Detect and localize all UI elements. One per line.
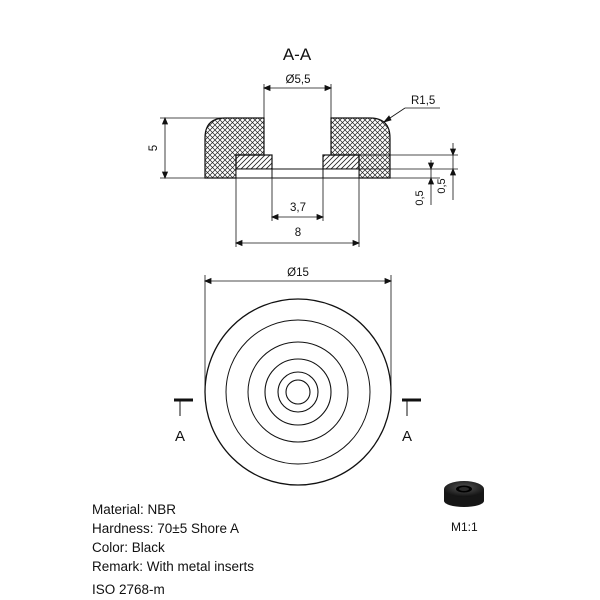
spec-standard: ISO 2768-m: [92, 582, 165, 597]
dim-radius: [382, 107, 440, 123]
ring-circle-2: [247, 341, 349, 443]
top-view: [204, 298, 392, 486]
specification-block: Material: NBR Hardness: 70±5 Shore A Col…: [92, 500, 254, 576]
scale-label: M1:1: [451, 520, 478, 534]
ring-circle-3: [264, 358, 332, 426]
metal-insert-right: [322, 154, 360, 170]
rubber-base-strip: [235, 168, 360, 179]
spec-hardness: Hardness: 70±5 Shore A: [92, 521, 239, 536]
spec-remark: Remark: With metal inserts: [92, 559, 255, 574]
label-height: 5: [148, 145, 160, 151]
dim-outer-diameter: [203, 275, 393, 392]
ring-circle-1: [225, 319, 371, 465]
metal-insert-left: [235, 154, 273, 170]
section-title: A-A: [283, 45, 312, 64]
label-hole-diameter: Ø5,5: [286, 74, 311, 86]
label-insert-width: 8: [295, 227, 301, 239]
label-offset-b: 0,5: [436, 178, 448, 193]
label-offset-a: 0,5: [414, 190, 426, 205]
dim-offsets: [359, 143, 458, 205]
section-mark-left: A: [175, 428, 185, 445]
dim-height: [160, 116, 225, 180]
product-photo: [444, 481, 484, 507]
outer-circle: [204, 298, 392, 486]
section-line: [174, 398, 421, 416]
label-insert-bore: 3,7: [290, 202, 306, 214]
dim-insert-width: [234, 178, 361, 247]
hole-inner-circle: [285, 379, 311, 405]
section-view: [204, 117, 391, 179]
section-mark-right: A: [402, 428, 412, 445]
hole-outer-circle: [277, 371, 319, 413]
label-outer-diameter: Ø15: [287, 267, 309, 279]
spec-material: Material: NBR: [92, 502, 177, 517]
label-radius: R1,5: [411, 95, 435, 107]
dim-insert-bore: [270, 178, 325, 221]
spec-color: Color: Black: [92, 540, 165, 555]
dim-hole-diameter: [262, 84, 333, 118]
